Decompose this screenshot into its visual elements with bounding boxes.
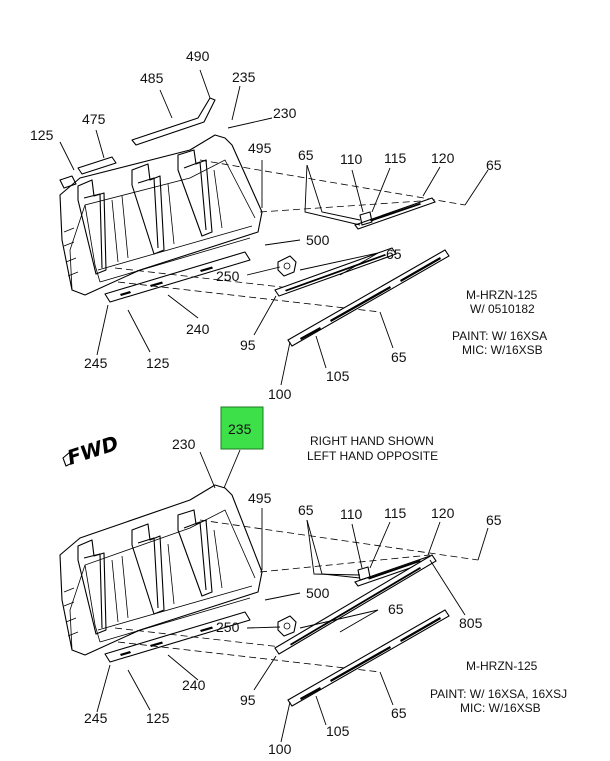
callout-65[interactable]: 65: [298, 502, 314, 518]
callout-115[interactable]: 115: [384, 150, 407, 166]
callout-110[interactable]: 110: [340, 506, 363, 522]
lower-clip-110: [357, 566, 371, 581]
callout-105[interactable]: 105: [326, 723, 350, 739]
callout-100[interactable]: 100: [268, 386, 292, 402]
callout-65[interactable]: 65: [486, 157, 502, 173]
mic-code: MIC: W/16XSB: [460, 701, 541, 715]
lower-leaders: [96, 449, 489, 743]
callout-805[interactable]: 805: [459, 615, 483, 631]
callout-235[interactable]: 235: [232, 69, 256, 85]
callout-65[interactable]: 65: [391, 349, 407, 365]
callout-65[interactable]: 65: [486, 512, 502, 528]
fwd-indicator: FWD: [62, 431, 121, 470]
fwd-label: FWD: [64, 431, 121, 470]
upper-leaders: [59, 69, 489, 386]
model-code: M-HRZN-125: [466, 288, 538, 302]
upper-small-brackets: [59, 97, 216, 189]
callout-245[interactable]: 245: [84, 355, 108, 371]
upper-callouts: 490 485 235 230 125 475 495 65 110 115 1…: [30, 48, 502, 402]
callout-115[interactable]: 115: [384, 505, 407, 521]
callout-230[interactable]: 230: [273, 105, 297, 121]
callout-95[interactable]: 95: [240, 337, 256, 353]
upper-clip-110: [359, 211, 373, 226]
callout-500[interactable]: 500: [306, 585, 330, 601]
callout-125[interactable]: 125: [146, 355, 170, 371]
callout-125[interactable]: 125: [146, 710, 170, 726]
lower-step-tread-105: [287, 609, 450, 707]
lower-note: M-HRZN-125 PAINT: W/ 16XSA, 16XSJ MIC: W…: [430, 659, 567, 715]
upper-step-rail-120: [354, 197, 436, 230]
callout-65[interactable]: 65: [298, 147, 314, 163]
upper-step-tread-105: [287, 249, 450, 347]
model-code: M-HRZN-125: [466, 659, 538, 673]
lower-clip-250: [277, 615, 297, 637]
callout-105[interactable]: 105: [326, 368, 350, 384]
callout-100[interactable]: 100: [268, 741, 292, 757]
callout-500[interactable]: 500: [306, 232, 330, 248]
callout-245[interactable]: 245: [84, 710, 108, 726]
highlight-box[interactable]: [220, 406, 264, 450]
caption-line-1: RIGHT HAND SHOWN: [310, 434, 434, 448]
highlight-label[interactable]: 235: [228, 421, 252, 437]
lower-step-housing: [59, 484, 263, 663]
callout-485[interactable]: 485: [140, 70, 164, 86]
upper-clip-250: [277, 255, 297, 277]
callout-65[interactable]: 65: [391, 705, 407, 721]
callout-230[interactable]: 230: [172, 436, 196, 452]
callout-125[interactable]: 125: [30, 127, 54, 143]
callout-65[interactable]: 65: [388, 601, 404, 617]
callout-240[interactable]: 240: [182, 677, 206, 693]
mic-code: MIC: W/16XSB: [462, 343, 543, 357]
highlight-callout-235[interactable]: 235: [220, 406, 264, 450]
lower-assembly: 235 230 495 65 110 115 120 65 500 65 805…: [59, 406, 567, 757]
callout-65[interactable]: 65: [386, 246, 402, 262]
callout-495[interactable]: 495: [248, 140, 272, 156]
lower-step-rail-95: [274, 554, 437, 655]
callout-120[interactable]: 120: [431, 505, 455, 521]
callout-95[interactable]: 95: [240, 692, 256, 708]
caption-line-2: LEFT HAND OPPOSITE: [307, 449, 438, 463]
upper-note: M-HRZN-125 W/ 0510182 PAINT: W/ 16XSA MI…: [452, 288, 547, 357]
callout-110[interactable]: 110: [340, 151, 363, 167]
callout-475[interactable]: 475: [82, 111, 106, 127]
callout-120[interactable]: 120: [431, 150, 455, 166]
paint-code: PAINT: W/ 16XSA, 16XSJ: [430, 687, 567, 701]
callout-240[interactable]: 240: [186, 321, 210, 337]
caption: RIGHT HAND SHOWN LEFT HAND OPPOSITE: [307, 434, 438, 463]
callout-250[interactable]: 250: [216, 268, 240, 284]
upper-assembly: 490 485 235 230 125 475 495 65 110 115 1…: [30, 48, 547, 402]
callout-495[interactable]: 495: [248, 490, 272, 506]
paint-code: PAINT: W/ 16XSA: [452, 329, 547, 343]
with-code: W/ 0510182: [470, 302, 535, 316]
lower-callouts: 230 495 65 110 115 120 65 500 65 805 250…: [84, 436, 502, 757]
callout-250[interactable]: 250: [216, 619, 240, 635]
upper-step-housing: [59, 134, 263, 303]
callout-490[interactable]: 490: [186, 48, 210, 64]
